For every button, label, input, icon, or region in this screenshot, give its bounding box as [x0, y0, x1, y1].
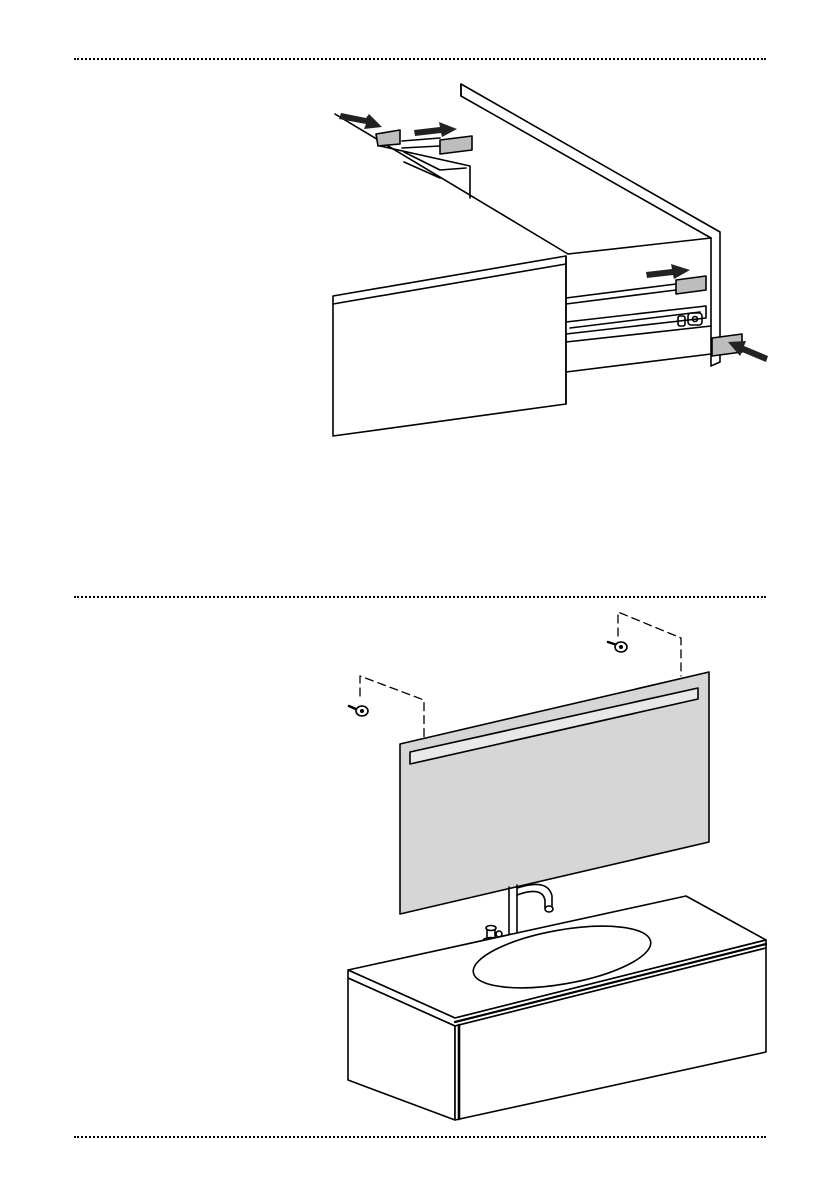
drawer-illustration: [0, 0, 840, 596]
rear-rail-bottom: [402, 146, 440, 148]
cabinet-top-edge-inner: [568, 238, 711, 254]
bottom-separator: [74, 1136, 766, 1138]
drawer-box-lower: [404, 162, 440, 178]
screw-icon: [349, 706, 368, 716]
runner-clip-upper: [676, 276, 706, 294]
screw-icon: [608, 642, 627, 652]
rear-clip-right: [440, 136, 472, 154]
mirror-panel: [400, 672, 709, 914]
mirror-illustration: [0, 596, 840, 1136]
runner-upper-2: [566, 290, 676, 304]
mount-guide-right: [618, 612, 681, 676]
runner-upper-1: [566, 284, 676, 298]
section-mirror-mounting: [0, 596, 840, 1136]
rear-rail-top: [402, 138, 440, 141]
push-arrow-icon: [414, 122, 457, 137]
cabinet-bottom-edge: [566, 354, 711, 372]
push-arrow-icon: [646, 264, 690, 279]
drawer-front: [333, 256, 566, 436]
mount-guide-left: [360, 676, 424, 740]
rear-clip-left: [376, 130, 400, 146]
section-drawer-removal: [0, 0, 840, 596]
